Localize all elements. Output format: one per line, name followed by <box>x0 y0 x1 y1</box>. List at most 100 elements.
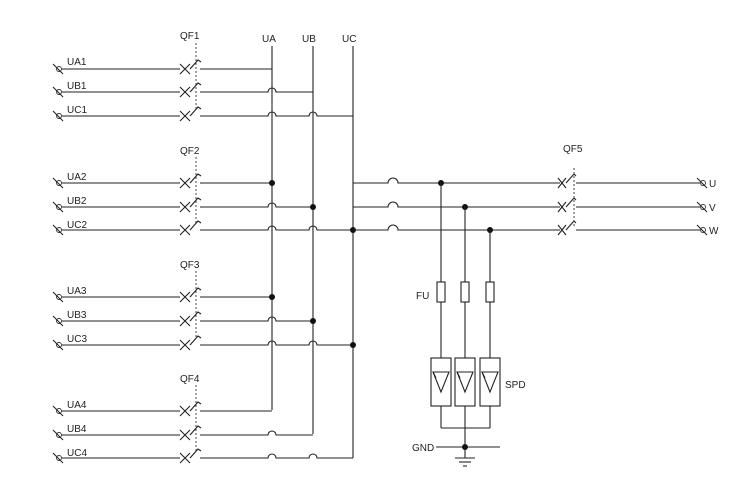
fuse-icon <box>436 281 446 303</box>
breaker-x-icon <box>179 177 191 189</box>
terminal-mark <box>52 315 64 327</box>
breaker-contact <box>189 82 202 93</box>
input-terminal-icon <box>56 318 62 324</box>
breaker-to-bus-wire <box>200 87 313 93</box>
breaker-x-icon <box>179 315 191 327</box>
spd-section: SPD GND <box>412 357 526 467</box>
breaker-contact <box>189 311 202 322</box>
terminal-mark <box>52 177 64 189</box>
breaker-contact <box>189 59 202 70</box>
input-rows <box>52 43 356 464</box>
breaker-to-bus-wire <box>200 340 353 346</box>
output-label-u: U <box>709 179 716 190</box>
junction-dot <box>310 204 316 210</box>
terminal-mark <box>52 224 64 236</box>
breaker-to-bus-wire <box>200 111 353 117</box>
breaker-to-bus-wire <box>200 430 313 436</box>
spd-module-icon <box>454 357 476 407</box>
breaker-x-icon <box>179 110 191 122</box>
junction-dot <box>350 342 356 348</box>
breaker-x-icon <box>179 339 191 351</box>
breaker-label-qf5: QF5 <box>563 144 583 155</box>
output-line-u <box>353 177 560 184</box>
fuse-label: FU <box>416 291 429 302</box>
input-terminal-icon <box>56 342 62 348</box>
breaker-label-qf4: QF4 <box>180 374 200 385</box>
input-label-ua3: UA3 <box>67 286 87 297</box>
fuse-icon <box>485 281 495 303</box>
breaker-x-icon <box>179 429 191 441</box>
breaker-contact <box>189 425 202 436</box>
breaker-to-bus-wire <box>200 453 353 459</box>
terminal-mark <box>52 452 64 464</box>
input-terminal-icon <box>56 455 62 461</box>
input-label-uc3: UC3 <box>67 334 87 345</box>
bus-label-ub: UB <box>302 34 316 45</box>
input-terminal-icon <box>56 408 62 414</box>
spd-label: SPD <box>505 380 526 391</box>
breaker-contact <box>189 220 202 231</box>
input-label-ub3: UB3 <box>67 310 87 321</box>
output-label-v: V <box>709 203 716 214</box>
breaker-contact <box>189 448 202 459</box>
breaker-qf5 <box>557 168 700 236</box>
fuse-section: FU <box>416 183 495 358</box>
breaker-x-icon <box>179 63 191 75</box>
breaker-x-icon <box>179 452 191 464</box>
input-label-ua4: UA4 <box>67 400 87 411</box>
input-terminal-icon <box>56 432 62 438</box>
breaker-label-qf3: QF3 <box>180 260 200 271</box>
terminal-mark <box>52 63 64 75</box>
input-terminal-icon <box>56 204 62 210</box>
input-terminal-icon <box>56 180 62 186</box>
ground-label: GND <box>412 443 434 454</box>
junction-dot <box>269 180 275 186</box>
input-terminal-icon <box>56 89 62 95</box>
breaker-contact <box>189 173 202 184</box>
ground-junction-dot <box>462 444 468 450</box>
input-terminal-icon <box>56 294 62 300</box>
junction-dot <box>310 318 316 324</box>
input-terminal-icon <box>56 113 62 119</box>
output-line-v <box>353 201 560 208</box>
breaker-to-bus-wire <box>200 316 313 322</box>
terminal-mark <box>52 201 64 213</box>
input-label-ua2: UA2 <box>67 172 87 183</box>
input-label-uc1: UC1 <box>67 105 87 116</box>
breaker-label-qf1: QF1 <box>180 31 200 42</box>
breaker-contact <box>189 287 202 298</box>
input-label-ua1: UA1 <box>67 57 87 68</box>
breaker-x-icon <box>179 224 191 236</box>
breaker-contact <box>189 401 202 412</box>
output-terminals <box>696 177 708 236</box>
input-terminal-icon <box>56 227 62 233</box>
fuse-icon <box>460 281 470 303</box>
breaker-contact <box>189 335 202 346</box>
breaker-contact <box>189 106 202 117</box>
input-label-uc2: UC2 <box>67 220 87 231</box>
breaker-to-bus-wire <box>200 202 313 208</box>
terminal-mark <box>52 86 64 98</box>
breaker-x-icon <box>179 405 191 417</box>
breaker-x-icon <box>179 201 191 213</box>
terminal-mark <box>52 339 64 351</box>
input-label-ub2: UB2 <box>67 196 87 207</box>
breaker-x-icon <box>179 86 191 98</box>
breaker-contact <box>189 197 202 208</box>
breaker-label-qf2: QF2 <box>180 146 200 157</box>
terminal-mark <box>52 110 64 122</box>
bus-label-ua: UA <box>262 34 276 45</box>
input-label-ub1: UB1 <box>67 81 87 92</box>
spd-module-icon <box>430 357 452 407</box>
terminal-v-icon <box>700 204 706 210</box>
junction-dot <box>269 294 275 300</box>
output-section: U V W <box>353 168 719 237</box>
terminal-mark <box>52 291 64 303</box>
spd-module-icon <box>479 357 501 407</box>
terminal-mark <box>52 405 64 417</box>
input-label-uc4: UC4 <box>67 448 87 459</box>
output-label-w: W <box>709 226 719 237</box>
breaker-to-bus-wire <box>200 225 353 231</box>
